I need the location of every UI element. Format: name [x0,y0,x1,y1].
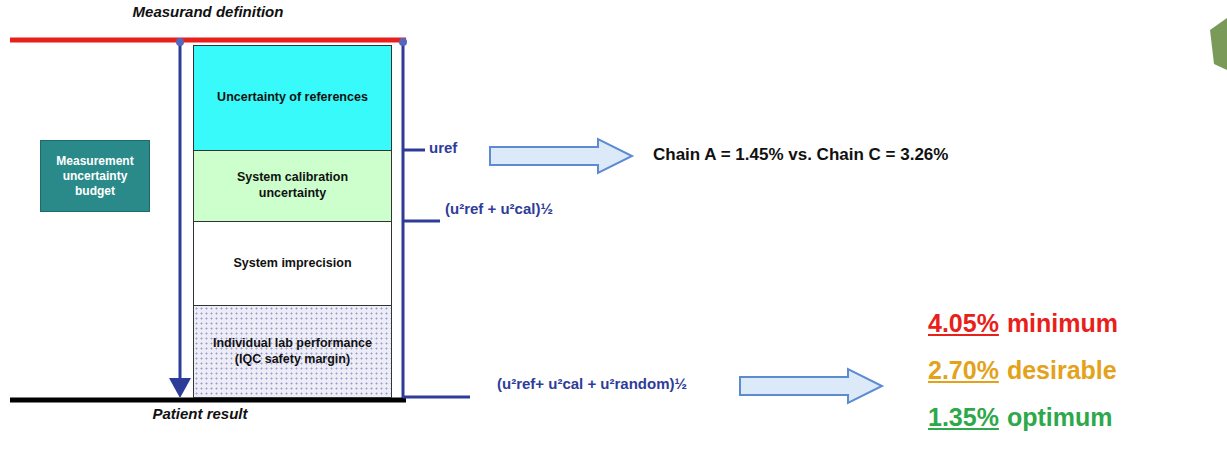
spec-value: 2.70% [928,356,999,385]
box-label: Measurement uncertainty budget [49,154,141,199]
chain-note: Chain A = 1.45% vs. Chain C = 3.26% [653,145,948,165]
box-label: Individual lab performance (IQC safety m… [202,336,383,367]
box-label: Uncertainty of references [217,90,368,106]
calibration-band: System calibration uncertainty [193,150,392,222]
spec-level: optimum [1007,403,1113,432]
spec-value: 1.35% [928,403,999,432]
budget-arrow-shaft [179,42,182,382]
tick [403,149,425,152]
spec-level: minimum [1007,309,1118,338]
line-caption: Patient result [152,405,247,422]
photo-fragment [1210,18,1227,70]
block-arrow [490,139,632,173]
block-arrow [740,369,882,403]
lab-performance-band: Individual lab performance (IQC safety m… [193,305,392,398]
formula: uref [429,139,457,156]
spec-value: 4.05% [928,309,999,338]
box-label: System calibration uncertainty [202,170,383,201]
formula: (u²ref + u²cal)½ [445,200,553,217]
line-caption: Measurand definition [133,3,284,20]
end-dot [176,38,184,46]
tick [403,396,470,399]
box-label: System imprecision [233,256,351,272]
end-dot [399,38,407,46]
measurand-line [10,38,406,43]
formula: (u²ref+ u²cal + u²random)½ [497,375,687,392]
reference-band: Uncertainty of references [193,45,392,151]
spec-level: desirable [1007,356,1117,385]
tick [403,220,440,223]
patient-line [10,398,406,403]
imprecision-band: System imprecision [193,221,392,306]
budget-arrow-head [169,378,191,398]
budget-box: Measurement uncertainty budget [40,140,150,212]
